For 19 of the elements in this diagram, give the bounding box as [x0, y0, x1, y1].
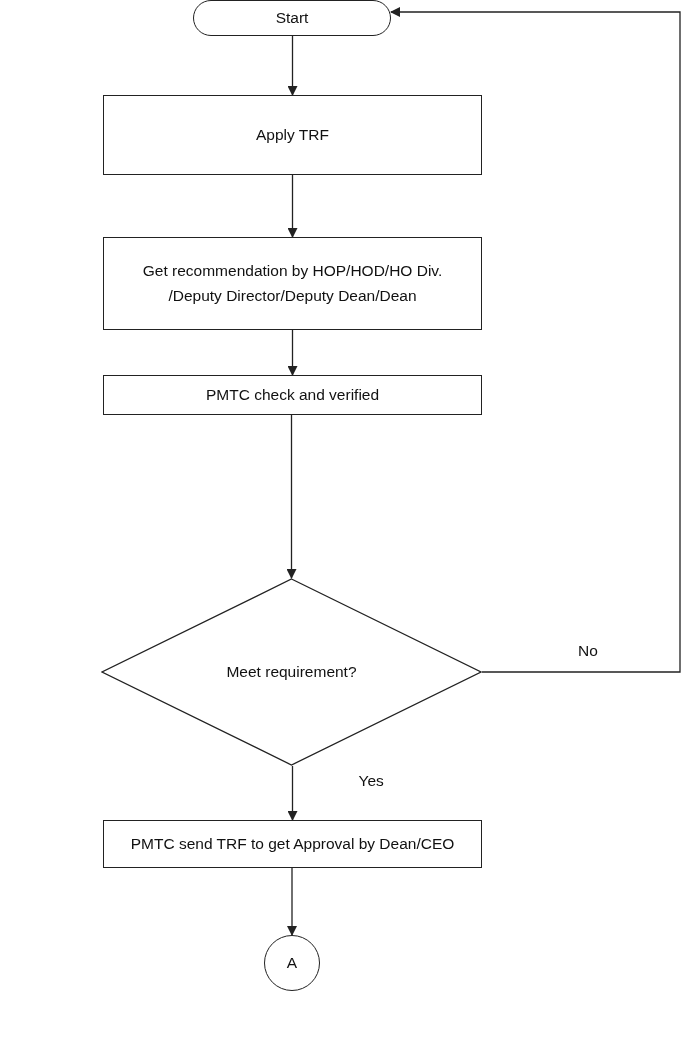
process-box: [103, 375, 482, 415]
process-box: [103, 95, 482, 175]
arrow: [287, 174, 298, 238]
node-text: Start: [275, 8, 309, 28]
decision-diamond: [101, 578, 482, 766]
process-box: [103, 237, 482, 330]
node-text: Apply TRF: [256, 125, 329, 145]
node-text: PMTC send TRF to get Approval by Dean/CEO: [130, 834, 455, 854]
arrow: [287, 765, 298, 821]
node-text: PMTC check and verified: [205, 385, 380, 405]
arrow: [286, 414, 297, 579]
arrow: [287, 867, 297, 936]
arrow: [287, 35, 298, 96]
connector-label: A: [286, 953, 298, 973]
arrow: [287, 329, 298, 376]
process-box: [103, 820, 482, 868]
node-text: Get recommendation by HOP/HOD/HO Div. /Deputy Director/Deputy Dean/Dean: [141, 261, 444, 306]
arrow: [390, 7, 681, 673]
node-text: Meet requirement?: [225, 662, 358, 682]
